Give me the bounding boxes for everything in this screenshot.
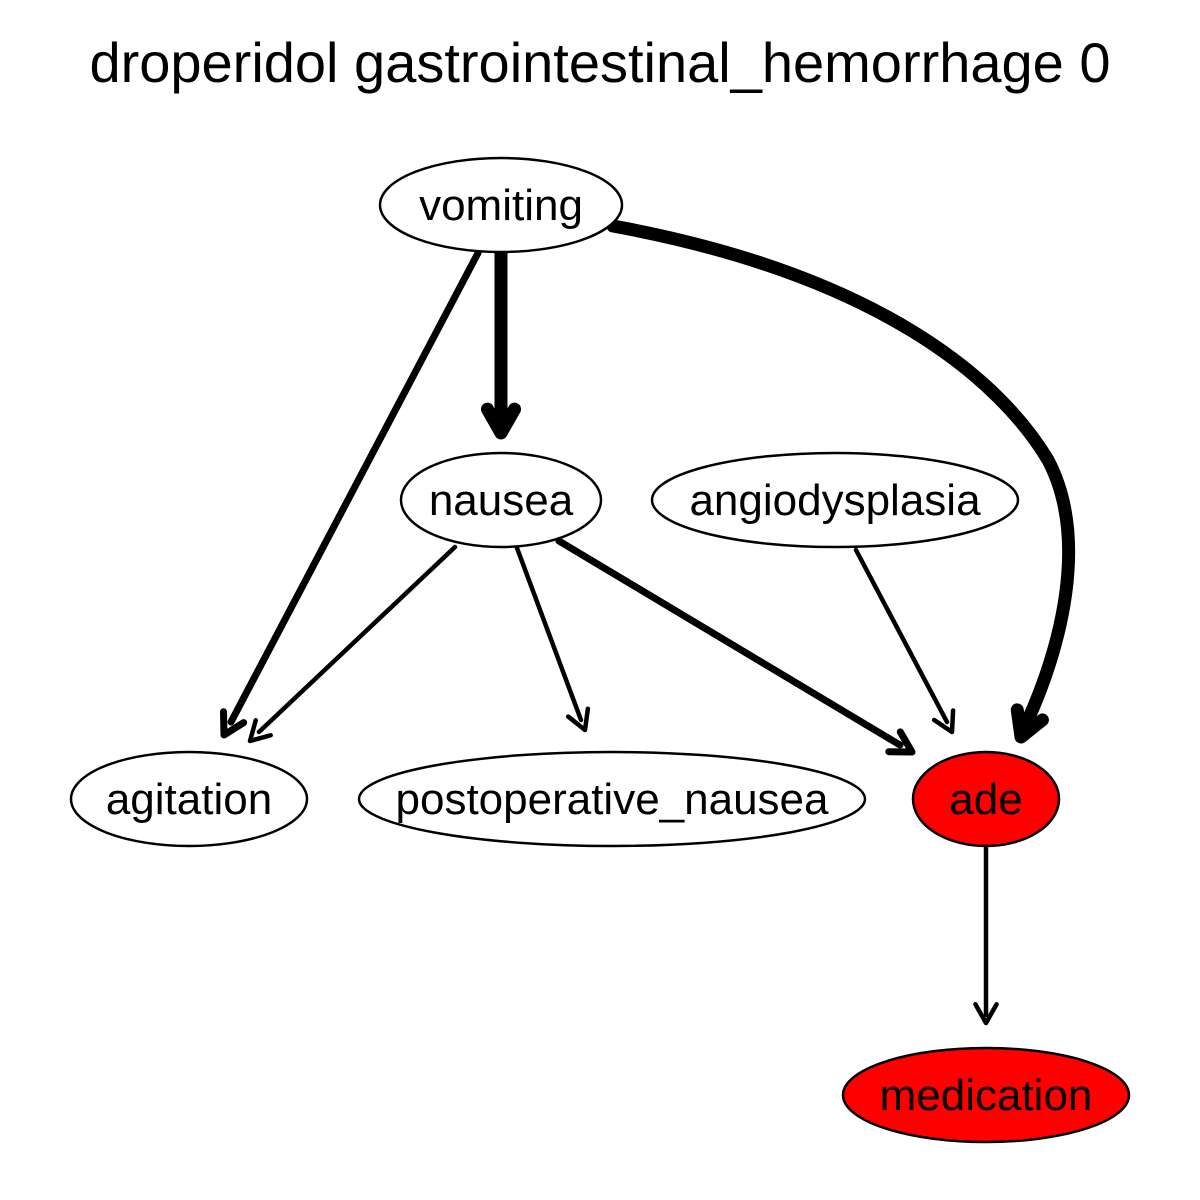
node-ellipse: [650, 451, 1020, 549]
node-ellipse: [378, 156, 624, 254]
node-ade[interactable]: ade: [911, 750, 1061, 848]
edge-angiodysplasia-to-ade: [853, 547, 956, 735]
node-ellipse: [357, 750, 867, 848]
node-postoperative_nausea[interactable]: postoperative_nausea: [357, 750, 867, 848]
node-label: nausea: [429, 476, 574, 525]
edge-line: [555, 537, 904, 749]
edge-ade-to-medication: [973, 845, 999, 1026]
edge-nausea-to-postoperative_nausea: [514, 545, 591, 733]
arrowhead-icon: [973, 1002, 999, 1026]
node-nausea[interactable]: nausea: [399, 451, 603, 549]
node-angiodysplasia[interactable]: angiodysplasia: [650, 451, 1020, 549]
arrowhead-icon: [885, 728, 916, 756]
nodes-layer: vomiting nausea angiodysplasia agitation pos…: [69, 156, 1131, 1144]
node-ellipse: [911, 750, 1061, 848]
arrowhead-icon: [1010, 703, 1049, 744]
node-label: medication: [880, 1071, 1093, 1120]
edge-line: [853, 547, 950, 725]
edge-line: [256, 544, 458, 735]
node-ellipse: [69, 750, 309, 848]
node-ellipse: [399, 451, 603, 549]
edge-nausea-to-agitation: [247, 544, 458, 744]
node-vomiting[interactable]: vomiting: [378, 156, 624, 254]
node-label: agitation: [106, 775, 272, 824]
arrowhead-icon: [219, 708, 248, 739]
diagram-title: droperidol gastrointestinal_hemorrhage 0: [89, 31, 1110, 94]
arrowhead-icon: [247, 718, 273, 744]
node-label: ade: [949, 775, 1022, 824]
edge-vomiting-to-nausea: [480, 245, 522, 440]
arrowhead-icon: [931, 708, 956, 735]
arrowhead-icon: [565, 706, 591, 733]
edge-nausea-to-ade: [555, 537, 916, 756]
edge-line: [606, 219, 1076, 729]
edges-layer: [219, 219, 1076, 1026]
edge-line: [514, 545, 584, 723]
edge-vomiting-to-ade: [606, 219, 1076, 744]
arrowhead-icon: [480, 402, 522, 440]
edge-line: [227, 249, 482, 726]
node-ellipse: [841, 1046, 1131, 1144]
node-label: vomiting: [419, 181, 583, 230]
node-medication[interactable]: medication: [841, 1046, 1131, 1144]
node-agitation[interactable]: agitation: [69, 750, 309, 848]
node-label: angiodysplasia: [689, 476, 981, 525]
node-label: postoperative_nausea: [396, 775, 830, 824]
edge-vomiting-to-agitation: [219, 249, 482, 739]
